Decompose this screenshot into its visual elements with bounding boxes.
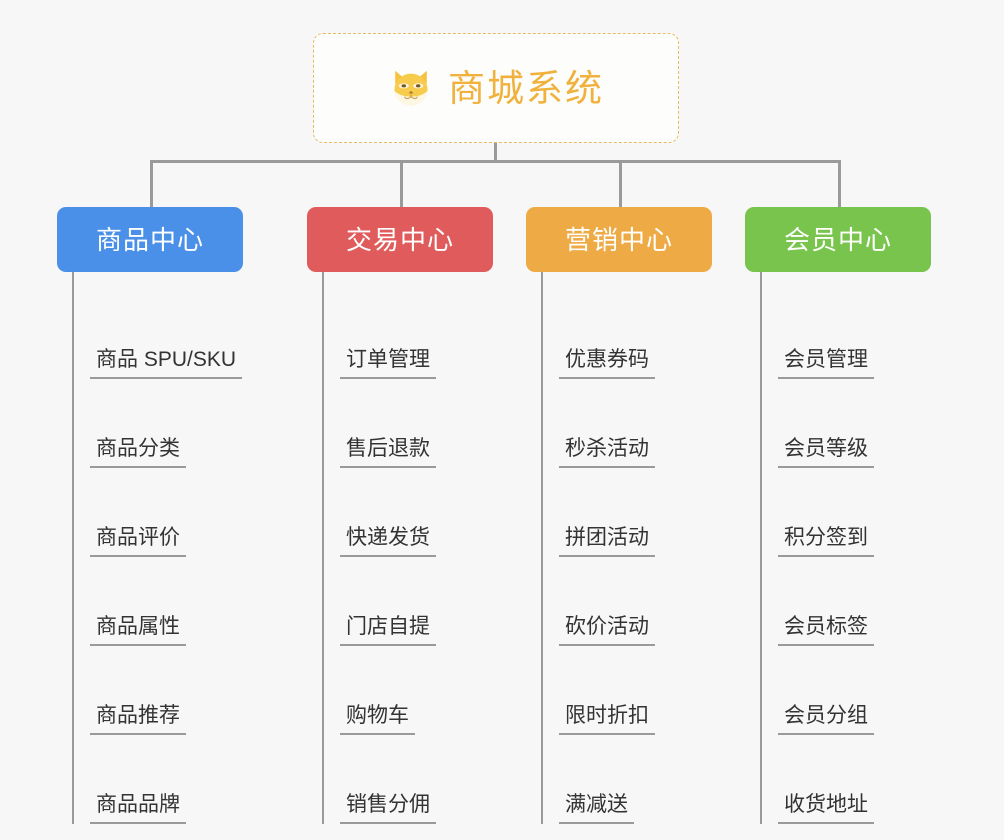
branch-header-4[interactable]: 会员中心 — [745, 207, 931, 272]
branch-children-1: 商品 SPU/SKU 商品分类 商品评价 商品属性 商品推荐 商品品牌 — [57, 272, 277, 824]
leaf-item[interactable]: 商品品牌 — [73, 735, 277, 824]
leaf-label: 会员等级 — [778, 437, 874, 468]
leaf-label: 会员标签 — [778, 615, 874, 646]
leaf-item[interactable]: 商品 SPU/SKU — [73, 290, 277, 379]
connector-drop-2 — [400, 160, 403, 207]
leaf-item[interactable]: 满减送 — [542, 735, 746, 824]
leaf-item[interactable]: 门店自提 — [323, 557, 527, 646]
leaf-label: 购物车 — [340, 704, 415, 735]
branch-column-4: 会员中心 会员管理 会员等级 积分签到 会员标签 会员分组 收货地址 — [745, 207, 965, 824]
leaf-item[interactable]: 限时折扣 — [542, 646, 746, 735]
leaf-item[interactable]: 会员分组 — [761, 646, 965, 735]
root-node[interactable]: 商城系统 — [313, 33, 679, 143]
leaf-item[interactable]: 会员等级 — [761, 379, 965, 468]
leaf-label: 商品品牌 — [90, 793, 186, 824]
branch-header-2[interactable]: 交易中心 — [307, 207, 493, 272]
leaf-item[interactable]: 销售分佣 — [323, 735, 527, 824]
leaf-label: 商品推荐 — [90, 704, 186, 735]
connector-drop-3 — [619, 160, 622, 207]
leaf-item[interactable]: 购物车 — [323, 646, 527, 735]
branch-column-1: 商品中心 商品 SPU/SKU 商品分类 商品评价 商品属性 商品推荐 商品品牌 — [57, 207, 277, 824]
leaf-item[interactable]: 优惠券码 — [542, 290, 746, 379]
leaf-label: 销售分佣 — [340, 793, 436, 824]
shiba-dog-icon — [394, 70, 428, 106]
leaf-label: 收货地址 — [778, 793, 874, 824]
branch-children-2: 订单管理 售后退款 快递发货 门店自提 购物车 销售分佣 — [307, 272, 527, 824]
leaf-label: 门店自提 — [340, 615, 436, 646]
leaf-item[interactable]: 收货地址 — [761, 735, 965, 824]
leaf-label: 商品属性 — [90, 615, 186, 646]
leaf-item[interactable]: 商品推荐 — [73, 646, 277, 735]
branch-children-3: 优惠券码 秒杀活动 拼团活动 砍价活动 限时折扣 满减送 — [526, 272, 746, 824]
leaf-label: 商品分类 — [90, 437, 186, 468]
leaf-label: 满减送 — [559, 793, 634, 824]
leaf-item[interactable]: 商品属性 — [73, 557, 277, 646]
leaf-label: 砍价活动 — [559, 615, 655, 646]
connector-horizontal-bus — [150, 160, 841, 163]
leaf-item[interactable]: 快递发货 — [323, 468, 527, 557]
leaf-item[interactable]: 商品分类 — [73, 379, 277, 468]
leaf-label: 售后退款 — [340, 437, 436, 468]
leaf-label: 商品 SPU/SKU — [90, 348, 243, 379]
leaf-item[interactable]: 商品评价 — [73, 468, 277, 557]
root-title: 商城系统 — [448, 67, 604, 109]
leaf-item[interactable]: 砍价活动 — [542, 557, 746, 646]
connector-drop-1 — [150, 160, 153, 207]
leaf-label: 秒杀活动 — [559, 437, 655, 468]
leaf-item[interactable]: 售后退款 — [323, 379, 527, 468]
branch-column-2: 交易中心 订单管理 售后退款 快递发货 门店自提 购物车 销售分佣 — [307, 207, 527, 824]
leaf-item[interactable]: 拼团活动 — [542, 468, 746, 557]
connector-root-stem — [494, 143, 497, 163]
leaf-label: 订单管理 — [340, 348, 436, 379]
leaf-item[interactable]: 会员管理 — [761, 290, 965, 379]
leaf-label: 优惠券码 — [559, 348, 655, 379]
branch-children-4: 会员管理 会员等级 积分签到 会员标签 会员分组 收货地址 — [745, 272, 965, 824]
leaf-label: 会员分组 — [778, 704, 874, 735]
leaf-label: 积分签到 — [778, 526, 874, 557]
branch-column-3: 营销中心 优惠券码 秒杀活动 拼团活动 砍价活动 限时折扣 满减送 — [526, 207, 746, 824]
leaf-label: 拼团活动 — [559, 526, 655, 557]
leaf-item[interactable]: 会员标签 — [761, 557, 965, 646]
leaf-item[interactable]: 订单管理 — [323, 290, 527, 379]
leaf-label: 商品评价 — [90, 526, 186, 557]
leaf-label: 会员管理 — [778, 348, 874, 379]
branch-header-3[interactable]: 营销中心 — [526, 207, 712, 272]
leaf-item[interactable]: 积分签到 — [761, 468, 965, 557]
leaf-label: 限时折扣 — [559, 704, 655, 735]
leaf-label: 快递发货 — [340, 526, 436, 557]
connector-drop-4 — [838, 160, 841, 207]
branch-header-1[interactable]: 商品中心 — [57, 207, 243, 272]
leaf-item[interactable]: 秒杀活动 — [542, 379, 746, 468]
